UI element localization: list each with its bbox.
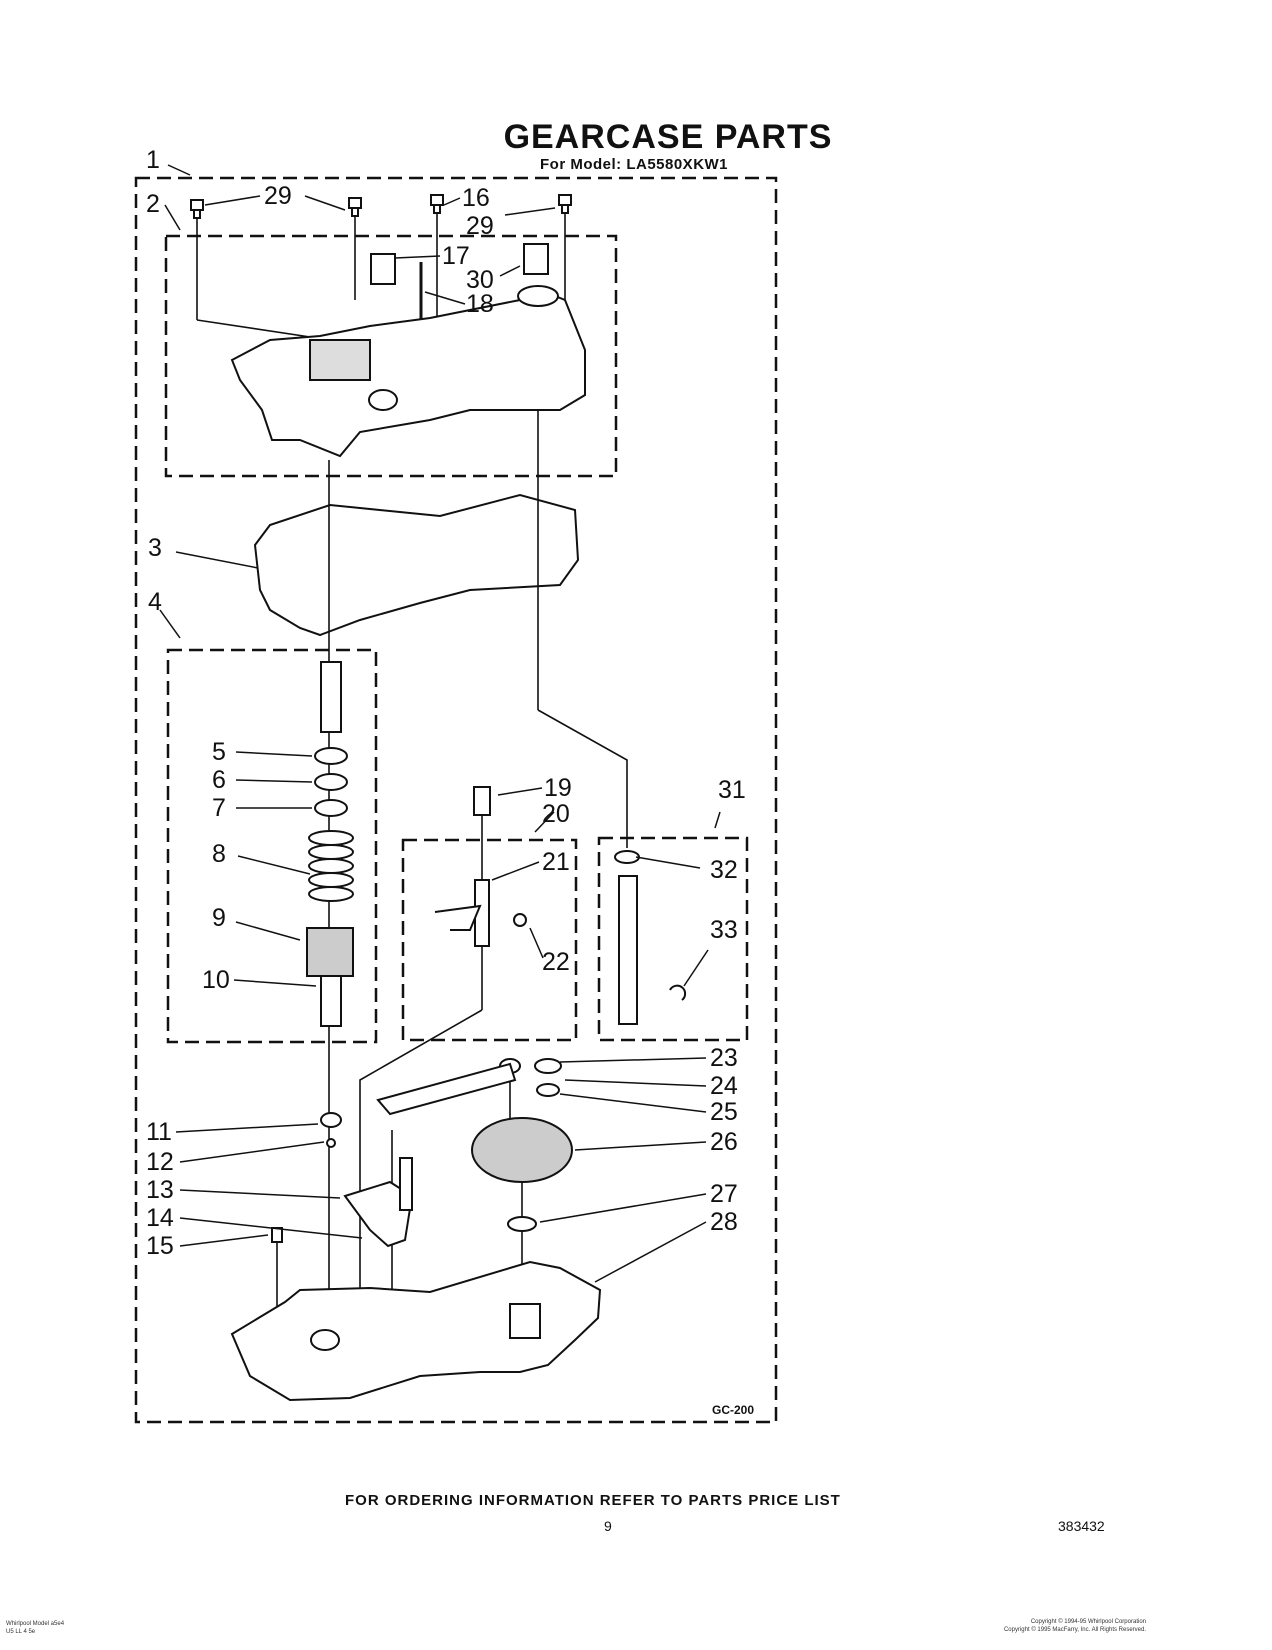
subassembly-box-2: [164, 234, 618, 478]
callout-7: 7: [212, 794, 226, 822]
callout-33: 33: [710, 916, 738, 944]
small-print-right: Copyright © 1994-95 Whirlpool Corporatio…: [986, 1618, 1146, 1634]
gearcase-cover-icon: [230, 288, 586, 458]
callout-31: 31: [718, 776, 746, 804]
link-arm-icon: [376, 1062, 517, 1116]
small-print-left-line: U5 LL 4 5e: [6, 1629, 36, 1635]
callout-11: 11: [146, 1118, 172, 1146]
page-title: GEARCASE PARTS: [503, 118, 833, 156]
screw-icon: [558, 194, 572, 214]
subassembly-box-31: [597, 836, 749, 1042]
callout-30: 30: [466, 266, 494, 294]
callout-29-right: 29: [466, 212, 494, 240]
figure-code: GC-200: [712, 1403, 754, 1417]
shaft-icon: [320, 661, 342, 733]
copyright-line: Copyright © 1995 MacFarry, Inc. All Righ…: [1003, 1627, 1146, 1633]
callout-4: 4: [148, 588, 162, 616]
callout-5: 5: [212, 738, 226, 766]
screw-icon: [190, 199, 204, 219]
callout-26: 26: [710, 1128, 738, 1156]
callout-25: 25: [710, 1098, 738, 1126]
subassembly-box-4: [166, 648, 378, 1044]
callout-8: 8: [212, 840, 226, 868]
callout-9: 9: [212, 904, 226, 932]
spring-icon: [308, 830, 354, 902]
callout-23: 23: [710, 1044, 738, 1072]
callout-18: 18: [466, 290, 494, 318]
assembly-frame-1: [134, 176, 778, 1424]
callout-16: 16: [462, 184, 490, 212]
subassembly-box-20: [401, 838, 578, 1042]
gasket-icon: [253, 493, 580, 637]
callout-15: 15: [146, 1232, 174, 1260]
screw-icon: [430, 194, 444, 214]
callout-28: 28: [710, 1208, 738, 1236]
screw-icon: [348, 197, 362, 217]
callout-6: 6: [212, 766, 226, 794]
callout-14: 14: [146, 1204, 174, 1232]
page-number: 9: [604, 1518, 612, 1534]
callout-3: 3: [148, 534, 162, 562]
small-print-left-line: Whirlpool Model a5e4: [6, 1621, 65, 1627]
callout-12: 12: [146, 1148, 174, 1176]
copyright-line: Copyright © 1994-95 Whirlpool Corporatio…: [1030, 1619, 1146, 1625]
document-number: 383432: [1058, 1518, 1105, 1534]
callout-19: 19: [544, 774, 572, 802]
crank-icon: [343, 1180, 414, 1248]
callout-13: 13: [146, 1176, 174, 1204]
main-gear-icon: [471, 1117, 573, 1183]
callout-17: 17: [442, 242, 470, 270]
callout-21: 21: [542, 848, 570, 876]
ordering-note: FOR ORDERING INFORMATION REFER TO PARTS …: [345, 1492, 841, 1509]
callout-32: 32: [710, 856, 738, 884]
drive-shaft-icon: [618, 875, 638, 1025]
bushing-icon: [370, 253, 396, 285]
spring-small-icon: [473, 786, 491, 816]
callout-2: 2: [146, 190, 160, 218]
bushing-icon: [523, 243, 549, 275]
pinion-gear-icon: [306, 927, 354, 977]
callout-20: 20: [542, 800, 570, 828]
callout-10: 10: [202, 966, 230, 994]
callout-29-left: 29: [264, 182, 292, 210]
small-print-left: Whirlpool Model a5e4 U5 LL 4 5e: [6, 1620, 64, 1636]
callout-24: 24: [710, 1072, 738, 1100]
callout-22: 22: [542, 948, 570, 976]
model-subtitle: For Model: LA5580XKW1: [540, 156, 729, 173]
callout-1: 1: [146, 146, 160, 174]
gearcase-base-icon: [230, 1260, 602, 1402]
callout-27: 27: [710, 1180, 738, 1208]
